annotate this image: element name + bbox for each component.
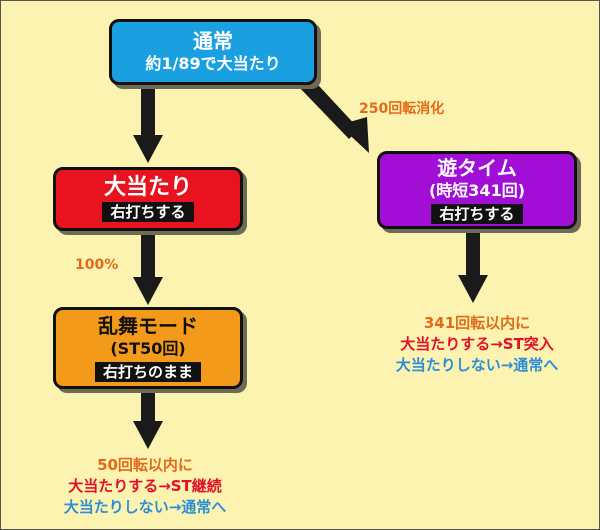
- arrowhead-normal-to-asobi: [339, 117, 369, 153]
- node-ranbu-tag: 右打ちのまま: [94, 362, 201, 382]
- result-ranbu-miss: 大当たりしない→通常へ: [63, 498, 227, 516]
- node-normal: 通常 約1/89で大当たり: [109, 19, 317, 85]
- node-jackpot-tag: 右打ちする: [102, 202, 194, 222]
- arrowhead-ranbu-to-result: [133, 421, 163, 449]
- node-asobi-title: 遊タイム: [437, 156, 517, 180]
- result-asobi-line1: 341回転以内に: [423, 314, 531, 332]
- edge-label-100: 100%: [75, 257, 119, 273]
- node-jackpot-title: 大当たり: [103, 175, 192, 200]
- result-asobi: 341回転以内に 大当たりする→ST突入 大当たりしない→通常へ: [387, 313, 567, 376]
- node-ranbu-sub: (ST50回): [110, 339, 186, 358]
- node-normal-sub: 約1/89で大当たり: [145, 54, 281, 73]
- result-asobi-hit: 大当たりする→ST突入: [400, 335, 554, 353]
- node-asobi-tag: 右打ちする: [431, 204, 523, 224]
- node-normal-title: 通常: [193, 29, 233, 53]
- node-ranbu: 乱舞モード (ST50回) 右打ちのまま: [53, 307, 243, 389]
- result-asobi-miss: 大当たりしない→通常へ: [395, 356, 559, 374]
- result-ranbu-line1: 50回転以内に: [97, 456, 193, 474]
- node-jackpot: 大当たり 右打ちする: [53, 167, 243, 231]
- arrowhead-jackpot-to-ranbu: [133, 277, 163, 305]
- arrow-ranbu-to-result: [141, 389, 155, 423]
- node-ranbu-title: 乱舞モード: [98, 314, 198, 338]
- arrowhead-normal-to-jackpot: [133, 135, 163, 163]
- arrowhead-asobi-to-result: [458, 275, 488, 303]
- arrow-asobi-to-result: [466, 229, 480, 277]
- result-ranbu: 50回転以内に 大当たりする→ST継続 大当たりしない→通常へ: [55, 455, 235, 518]
- edge-label-250: 250回転消化: [359, 101, 445, 117]
- arrow-jackpot-to-ranbu: [141, 231, 155, 279]
- result-ranbu-hit: 大当たりする→ST継続: [68, 477, 222, 495]
- arrow-normal-to-jackpot: [141, 85, 155, 137]
- node-asobi: 遊タイム (時短341回) 右打ちする: [377, 151, 577, 229]
- node-asobi-sub: (時短341回): [428, 181, 526, 200]
- arrow-normal-to-asobi: [297, 73, 359, 139]
